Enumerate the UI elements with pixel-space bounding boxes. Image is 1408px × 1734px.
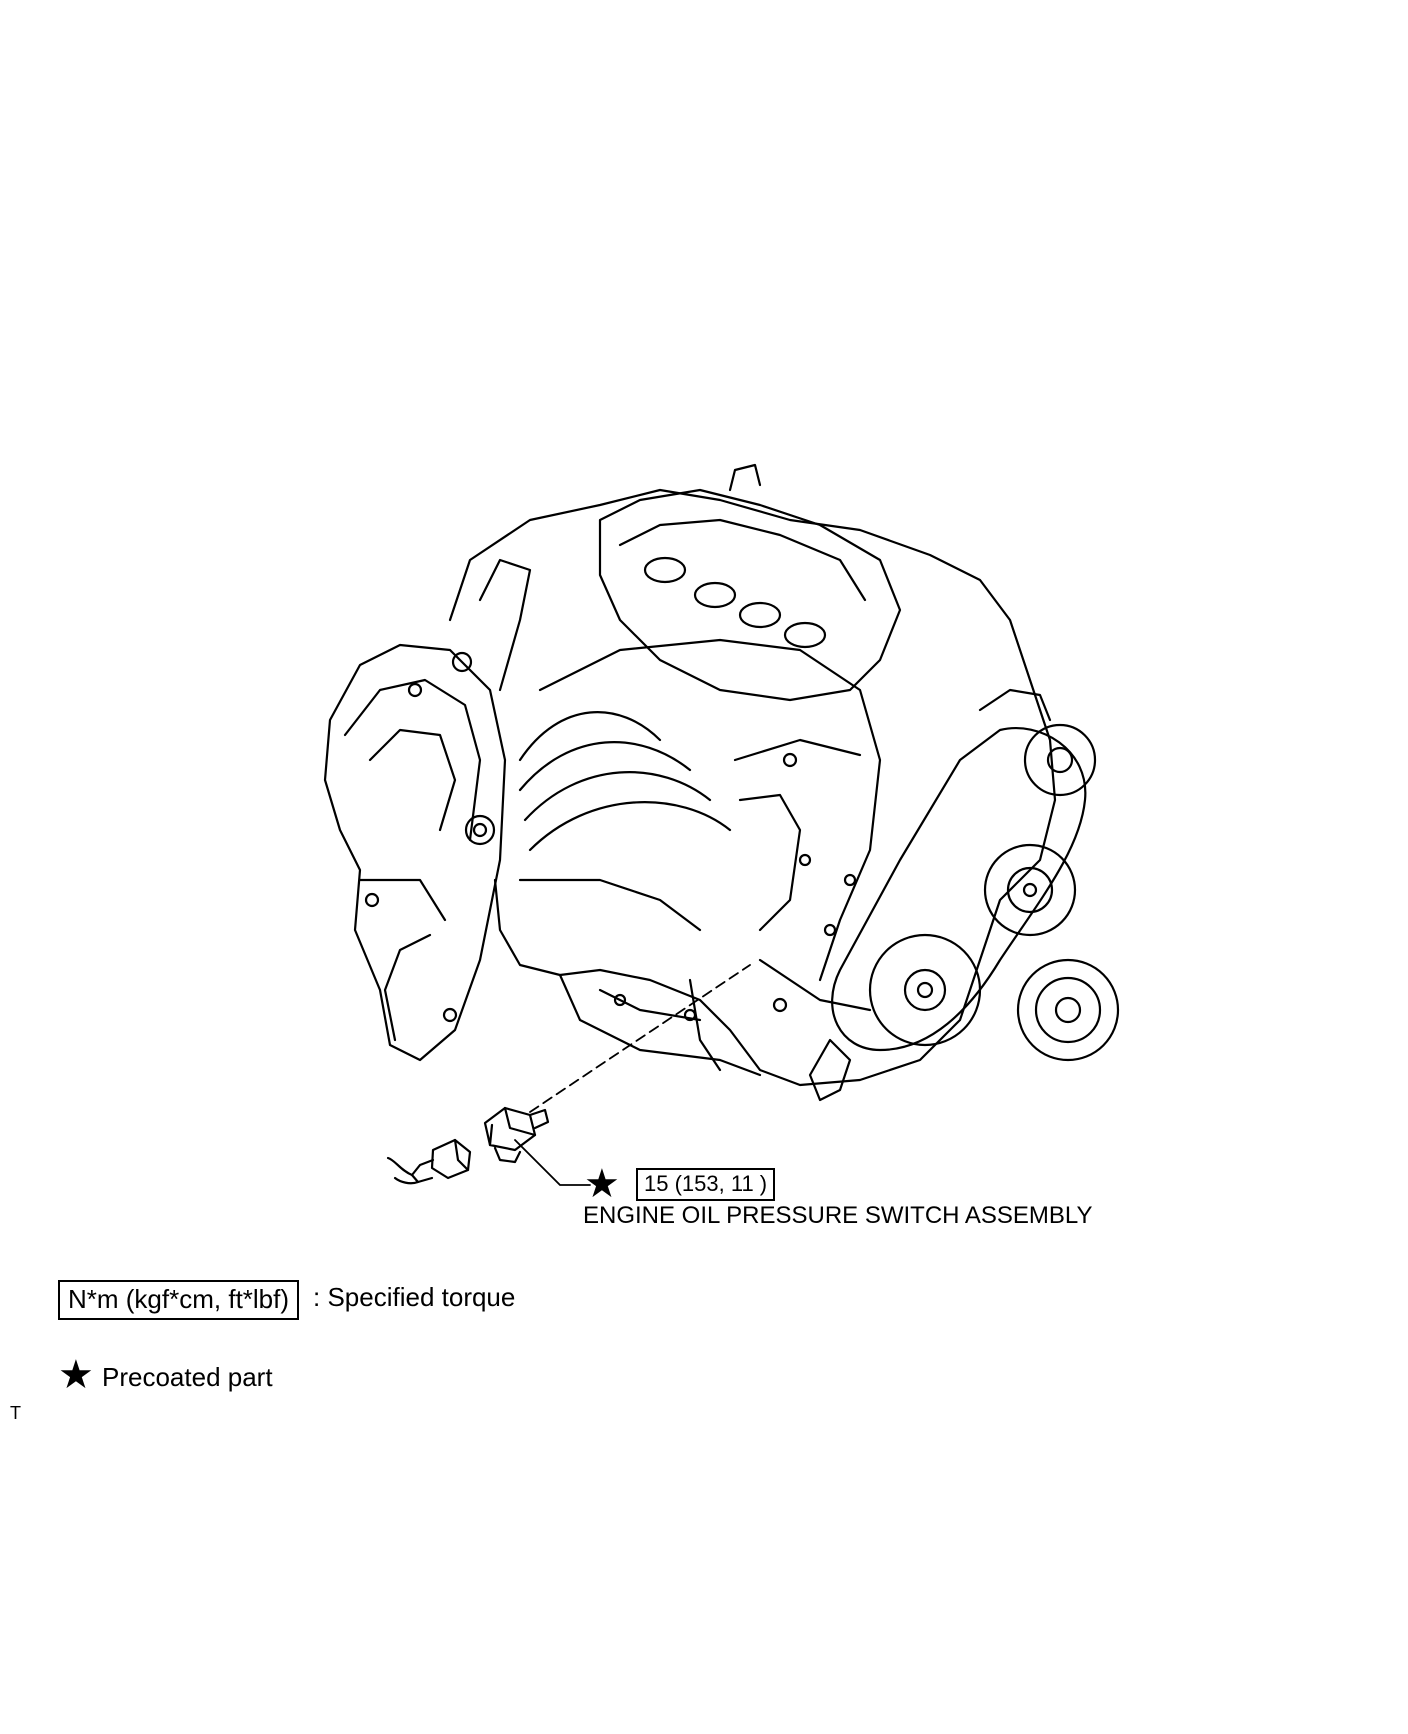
- legend-precoat-text: Precoated part: [102, 1362, 273, 1392]
- part-name-label: ENGINE OIL PRESSURE SWITCH ASSEMBLY: [583, 1202, 1093, 1229]
- switch-connector: [386, 1138, 472, 1185]
- torque-spec-box: 15 (153, 11 ): [636, 1168, 776, 1201]
- belt-and-pulleys: [831, 688, 1120, 1062]
- legend-torque-text: : Specified torque: [313, 1282, 516, 1312]
- legend-torque-box: N*m (kgf*cm, ft*lbf): [58, 1280, 300, 1320]
- oil-pan: [558, 973, 762, 1077]
- engine-block: [448, 488, 1057, 1102]
- legend-star-icon: ★: [58, 1353, 94, 1397]
- transaxle-housing: [323, 643, 507, 1062]
- install-dashed-line: [529, 964, 751, 1113]
- callout-leader-line: [514, 1139, 591, 1186]
- valve-cover: [598, 463, 902, 702]
- oil-pressure-switch: [483, 1106, 550, 1164]
- corner-mark: T: [10, 1403, 21, 1423]
- intake-manifold: [464, 558, 732, 932]
- precoated-star-icon: ★: [584, 1162, 620, 1206]
